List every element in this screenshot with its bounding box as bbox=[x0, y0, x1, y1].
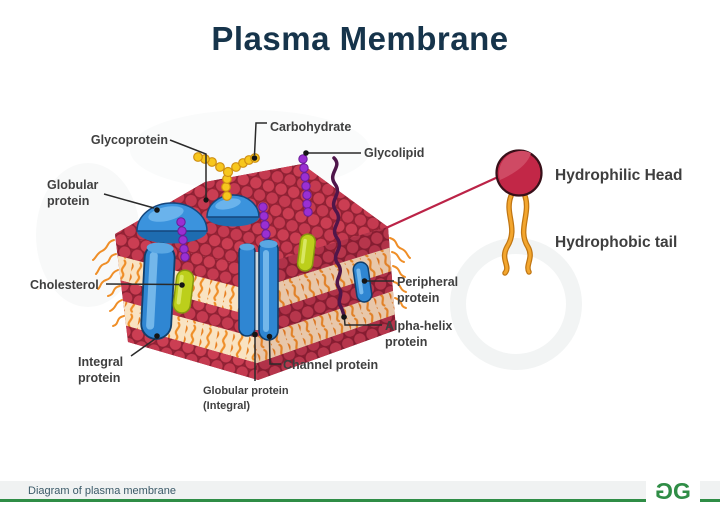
label-carbohydrate: Carbohydrate bbox=[270, 120, 351, 134]
label-globular-protein-line1: Globular bbox=[47, 178, 99, 192]
label-channel-protein: Channel protein bbox=[283, 358, 378, 372]
footer-bar bbox=[0, 481, 720, 501]
cholesterol-molecule bbox=[172, 269, 195, 314]
label-hydrophobic-tail: Hydrophobic tail bbox=[555, 234, 677, 251]
label-glycoprotein: Glycoprotein bbox=[91, 133, 168, 147]
label-peripheral-protein-line2: protein bbox=[397, 291, 439, 305]
channel-protein bbox=[238, 239, 279, 341]
legend-phospholipid bbox=[495, 149, 543, 276]
label-integral-protein-line2: protein bbox=[78, 371, 120, 385]
label-integral-protein-line1: Integral bbox=[78, 355, 123, 369]
glycolipid-chain-3 bbox=[176, 217, 190, 262]
label-globular-protein-integral-line2: (Integral) bbox=[203, 400, 250, 412]
glycolipid-chain bbox=[298, 154, 313, 217]
label-cholesterol: Cholesterol bbox=[30, 278, 99, 292]
background-watermark-blobs bbox=[36, 110, 582, 370]
page-title: Plasma Membrane bbox=[211, 20, 509, 57]
cholesterol-molecule-2 bbox=[296, 233, 317, 272]
geeksforgeeks-logo: GG bbox=[646, 476, 700, 506]
label-alpha-helix-line1: Alpha-helix bbox=[385, 319, 452, 333]
legend-pointer-line bbox=[385, 175, 499, 230]
integral-protein bbox=[140, 242, 176, 340]
footer-caption: Diagram of plasma membrane bbox=[28, 485, 176, 497]
label-glycolipid: Glycolipid bbox=[364, 146, 424, 160]
label-globular-protein-line2: protein bbox=[47, 194, 89, 208]
leader-dots bbox=[154, 150, 368, 340]
footer-accent-line bbox=[0, 499, 720, 502]
lipid-tail-fringe-right bbox=[389, 237, 411, 309]
alpha-helix-coil bbox=[330, 156, 347, 319]
label-peripheral-protein-line1: Peripheral bbox=[397, 275, 458, 289]
label-globular-protein-integral-line1: Globular protein bbox=[203, 385, 289, 397]
carbohydrate-chain bbox=[193, 152, 260, 201]
leader-lines bbox=[103, 122, 394, 381]
label-hydrophilic-head: Hydrophilic Head bbox=[555, 167, 682, 184]
lipid-tail-fringe-left bbox=[92, 239, 125, 327]
geeksforgeeks-logo-glyphs: GG bbox=[658, 477, 691, 504]
label-alpha-helix-line2: protein bbox=[385, 335, 427, 349]
glycoprotein-dome bbox=[206, 194, 260, 227]
